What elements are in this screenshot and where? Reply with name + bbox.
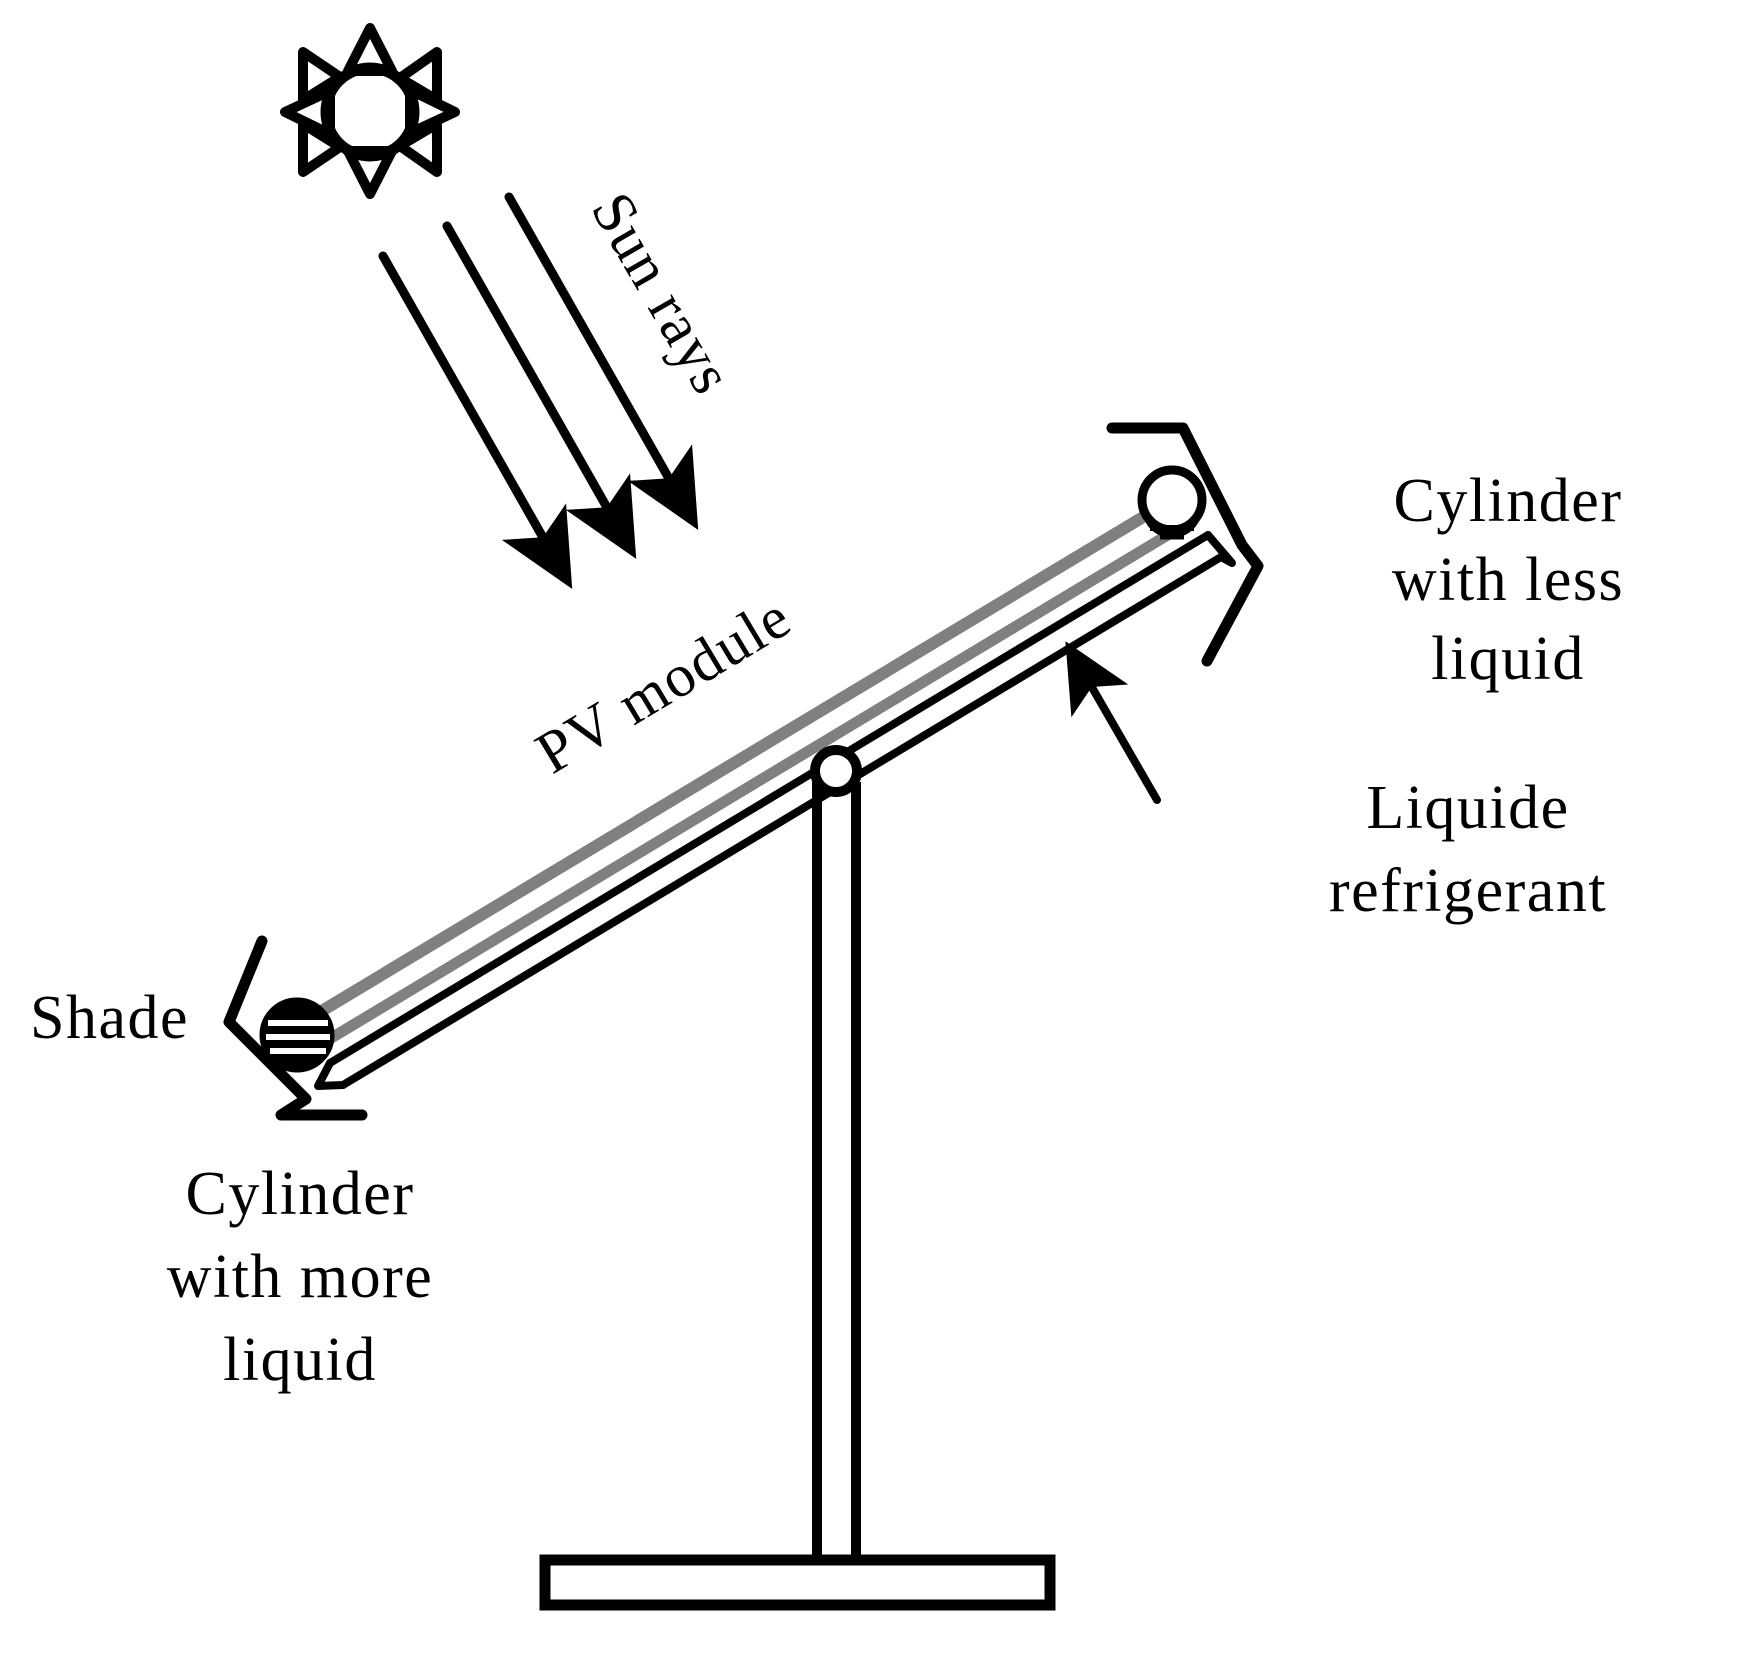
sun-icon	[280, 23, 460, 199]
cylinder-more-liquid-label-line1: Cylinder	[186, 1160, 415, 1228]
pv-module-label: PV module	[525, 583, 803, 786]
bracket-right-icon	[1106, 422, 1264, 667]
panel-frame-end-cap-left	[314, 1059, 347, 1090]
bracket-left-icon	[223, 935, 368, 1121]
pv-panel-assembly	[301, 487, 1236, 1090]
panel-face-top-edge	[301, 487, 1187, 1027]
liquid-refrigerant-label-line2: refrigerant	[1329, 857, 1607, 925]
cylinder-more-liquid-label-line3: liquid	[223, 1326, 377, 1394]
sun-ray-arrow-2	[442, 221, 637, 559]
panel-frame-top-edge	[326, 531, 1212, 1067]
liquid-refrigerant-label-line1: Liquide	[1366, 774, 1569, 842]
panel-face-bottom-edge	[315, 513, 1199, 1051]
cylinder-full-icon	[259, 997, 335, 1073]
cylinder-less-liquid-label-line2: with less	[1392, 546, 1624, 614]
sun-ray-arrow-1	[378, 251, 573, 589]
cylinder-less-liquid-label-line3: liquid	[1431, 625, 1585, 693]
sun-rays-group	[378, 192, 699, 589]
base-plate	[539, 1554, 1056, 1611]
pivot-circle-icon	[810, 745, 862, 797]
shade-label: Shade	[30, 984, 189, 1052]
sun-ray-arrow-3	[504, 192, 699, 530]
cylinder-more-liquid-label-line2: with more	[167, 1243, 434, 1311]
cylinder-less-liquid-label-line1: Cylinder	[1394, 467, 1623, 535]
panel-frame-end-cap-right	[1204, 531, 1236, 567]
cylinder-low-icon	[1137, 465, 1207, 540]
support-structure	[539, 782, 1056, 1611]
liquid-refrigerant-leader-arrow	[1065, 641, 1161, 804]
